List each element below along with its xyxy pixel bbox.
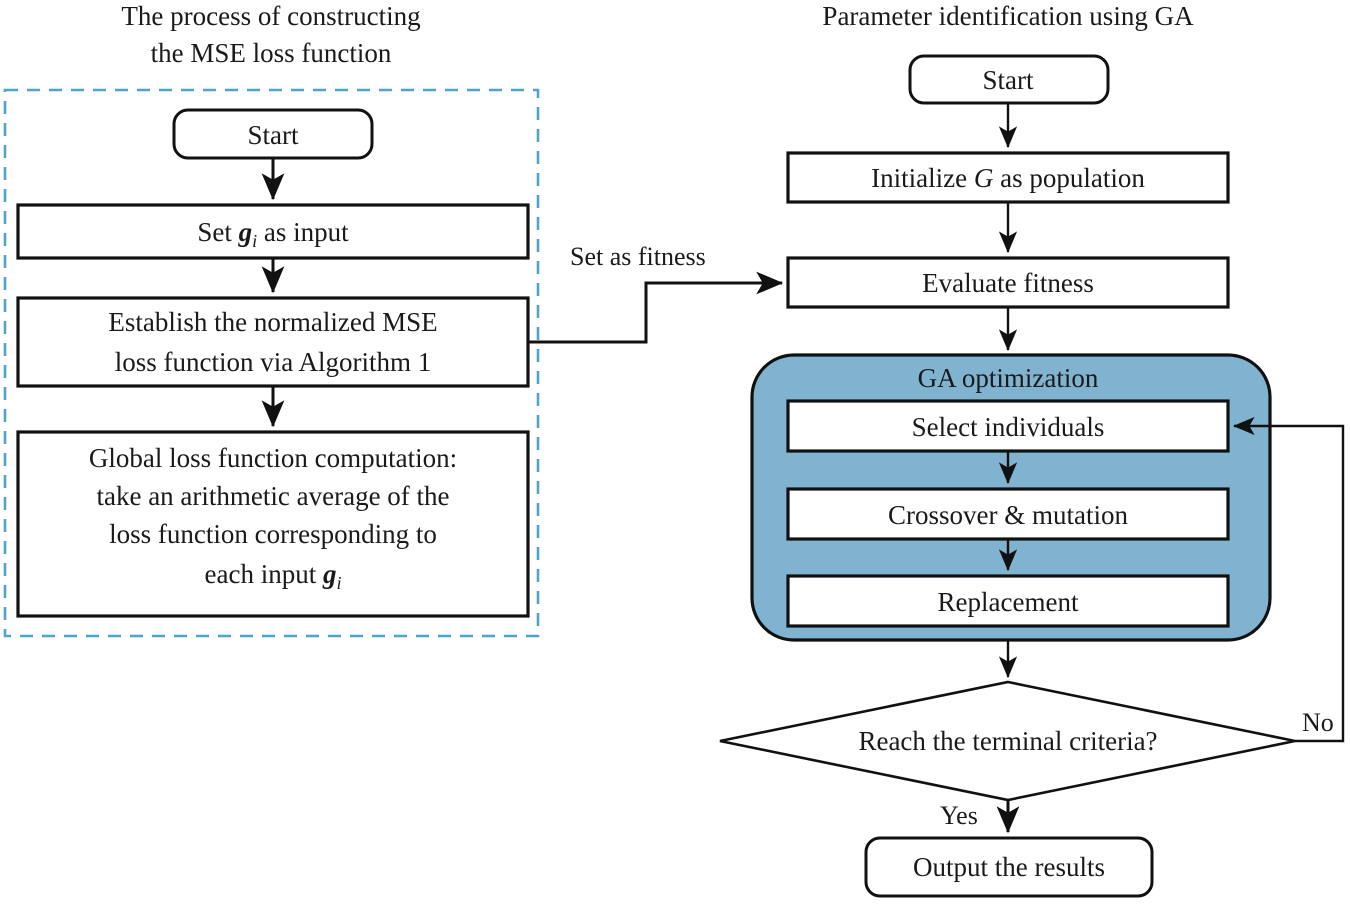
left-start-node-label: Start — [248, 120, 299, 150]
left-panel-title-line1: The process of constructing — [121, 1, 420, 31]
left-establish-node-label-line1: Establish the normalized MSE — [108, 307, 437, 337]
set-input-suffix: as input — [257, 217, 349, 247]
initialize-suffix: as population — [993, 163, 1145, 193]
edge-label-yes: Yes — [940, 801, 978, 830]
left-establish-node-label-line2: loss function via Algorithm 1 — [115, 347, 432, 377]
right-initialize-node-shape — [786, 151, 1230, 204]
initialize-symbol-G: G — [974, 163, 994, 193]
initialize-prefix: Initialize — [871, 163, 974, 193]
decision-diamond-label: Reach the terminal criteria? — [858, 726, 1157, 756]
edge-label-set-as-fitness: Set as fitness — [570, 242, 706, 271]
ga-optimization-panel-label: GA optimization — [918, 363, 1099, 393]
output-results-node-shape — [864, 836, 1154, 898]
right-evaluate-node-shape — [786, 256, 1230, 309]
output-results-node-label: Output the results — [913, 852, 1105, 882]
left-set-input-node-shape — [16, 203, 530, 260]
left-global-loss-node-shape — [16, 430, 530, 618]
right-panel-title: Parameter identification using GA — [822, 1, 1194, 31]
left-establish-node-shape — [16, 296, 530, 388]
left-panel-title-line2: the MSE loss function — [151, 38, 392, 68]
ga-crossover-mutation-label: Crossover & mutation — [888, 500, 1128, 530]
ga-replacement-shape — [786, 574, 1230, 628]
right-initialize-node-label: Initialize G as population — [871, 163, 1145, 193]
ga-select-individuals-shape — [786, 399, 1230, 453]
set-input-subscript-i: i — [252, 231, 257, 251]
left-global-loss-label-line3: loss function corresponding to — [109, 519, 437, 549]
global-loss-line4-prefix: each input — [205, 559, 323, 589]
edge-label-no: No — [1302, 708, 1334, 737]
left-set-input-node-label: Set gi as input — [197, 217, 349, 251]
global-loss-symbol-g: g — [322, 559, 337, 589]
left-global-loss-label-line1: Global loss function computation: — [89, 443, 457, 473]
left-global-loss-label-line2: take an arithmetic average of the — [96, 481, 449, 511]
edge-set-as-fitness — [528, 271, 784, 344]
global-loss-subscript-i: i — [336, 573, 341, 593]
left-global-loss-label-line4: each input gi — [205, 559, 342, 593]
right-evaluate-node-label: Evaluate fitness — [922, 268, 1094, 298]
left-panel-dashed-border — [3, 88, 540, 638]
ga-select-individuals-label: Select individuals — [912, 412, 1105, 442]
set-input-symbol-g: g — [238, 217, 253, 247]
set-input-prefix: Set — [197, 217, 238, 247]
ga-replacement-label: Replacement — [938, 587, 1079, 617]
edge-no-loopback — [1233, 416, 1345, 743]
right-start-node-label: Start — [983, 65, 1034, 95]
ga-crossover-mutation-shape — [786, 487, 1230, 541]
